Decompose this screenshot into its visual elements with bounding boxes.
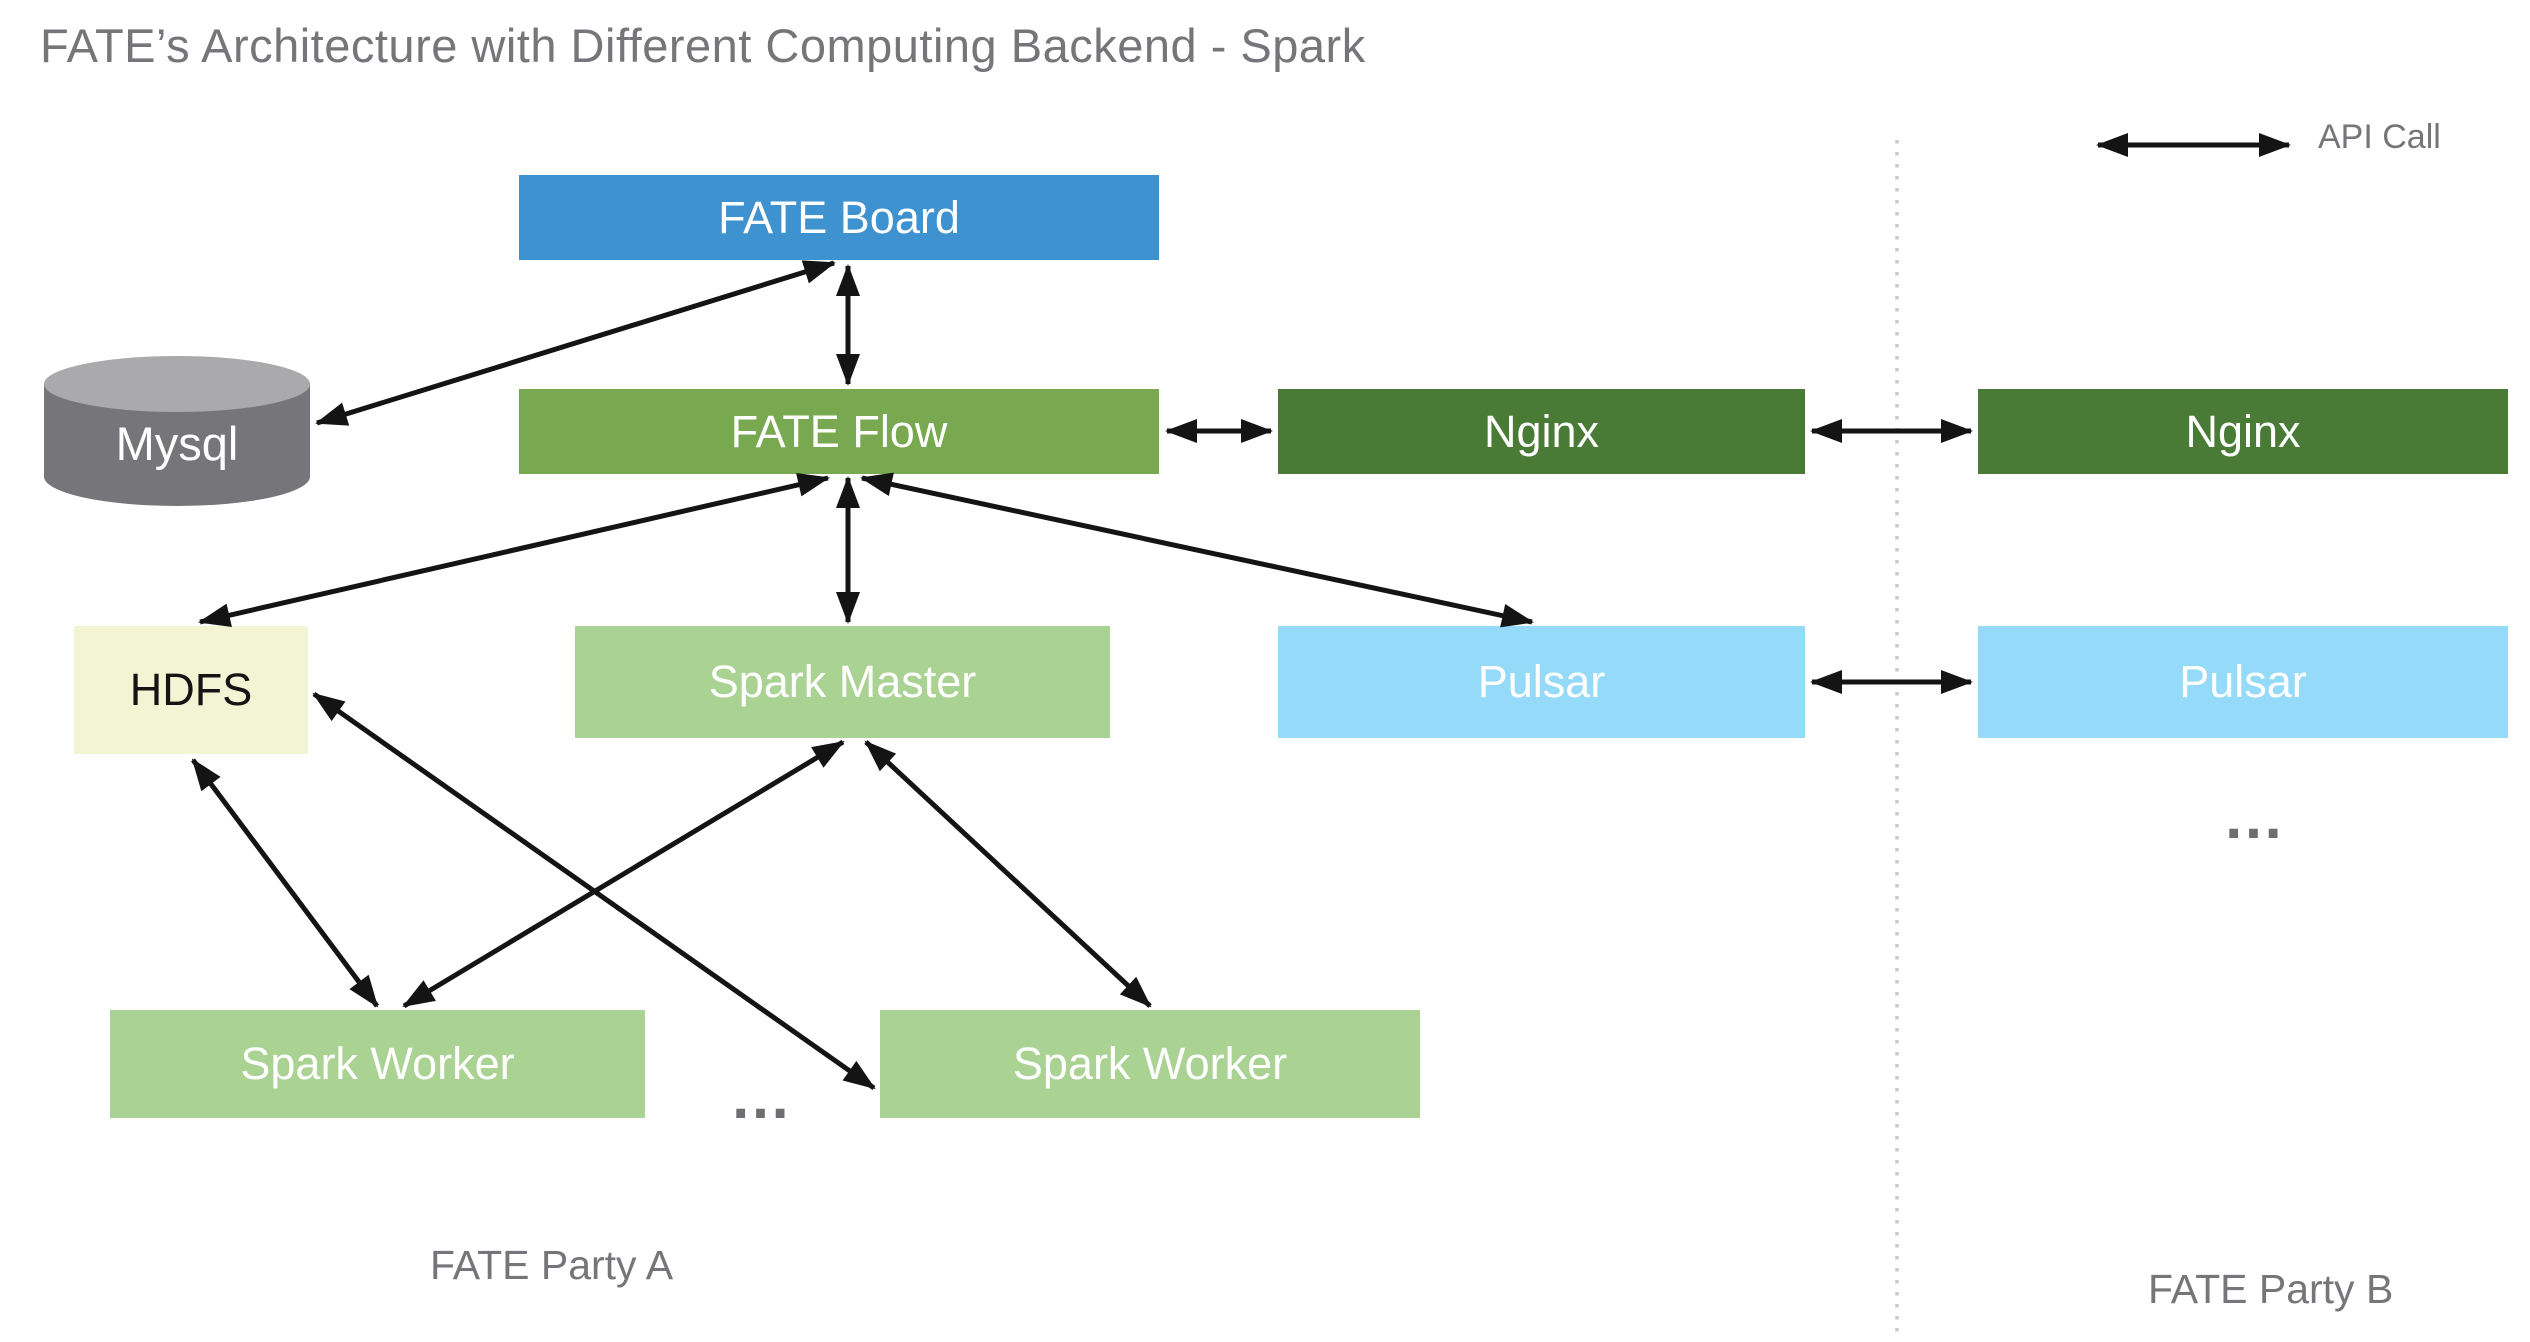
node-nginx-party-a-label: Nginx <box>1483 405 1600 457</box>
node-mysql-label: Mysql <box>115 417 239 470</box>
node-spark-worker-1: Spark Worker <box>110 1010 645 1118</box>
node-nginx-party-b-label: Nginx <box>2185 405 2301 457</box>
edge-spark-master-spark-worker-1 <box>402 739 845 1009</box>
node-pulsar-party-a-label: Pulsar <box>1477 656 1606 707</box>
node-spark-master: Spark Master <box>575 626 1110 738</box>
node-fate-board-label: FATE Board <box>718 191 960 243</box>
node-spark-worker-2: Spark Worker <box>880 1010 1420 1118</box>
node-nginx-party-b: Nginx <box>1978 389 2508 474</box>
edge-spark-master-spark-worker-2 <box>864 740 1152 1008</box>
region-label-party-b: FATE Party B <box>2148 1266 2394 1312</box>
mysql-cylinder-top <box>44 356 310 412</box>
node-hdfs-label: HDFS <box>129 664 253 715</box>
node-spark-worker-2-label: Spark Worker <box>1012 1038 1288 1089</box>
node-fate-board: FATE Board <box>519 175 1159 260</box>
node-nginx-party-a: Nginx <box>1278 389 1805 474</box>
diagram-title: FATE’s Architecture with Different Compu… <box>40 19 1366 72</box>
ellipsis-more-workers: … <box>729 1062 797 1132</box>
node-pulsar-party-b: Pulsar <box>1978 626 2508 738</box>
node-spark-worker-1-label: Spark Worker <box>240 1038 515 1089</box>
node-pulsar-party-b-label: Pulsar <box>2179 656 2307 707</box>
edge-fate-flow-pulsar-a <box>860 472 1534 628</box>
node-hdfs: HDFS <box>74 626 308 754</box>
node-spark-master-label: Spark Master <box>708 656 977 707</box>
region-label-party-a: FATE Party A <box>430 1242 674 1288</box>
node-fate-flow: FATE Flow <box>519 389 1159 474</box>
node-pulsar-party-a: Pulsar <box>1278 626 1805 738</box>
legend-api-call-label: API Call <box>2318 118 2441 156</box>
ellipsis-party-b-more: … <box>2222 782 2290 852</box>
node-fate-flow-label: FATE Flow <box>730 405 948 457</box>
node-mysql: Mysql <box>44 356 310 506</box>
edge-hdfs-spark-worker-1 <box>190 758 380 1008</box>
